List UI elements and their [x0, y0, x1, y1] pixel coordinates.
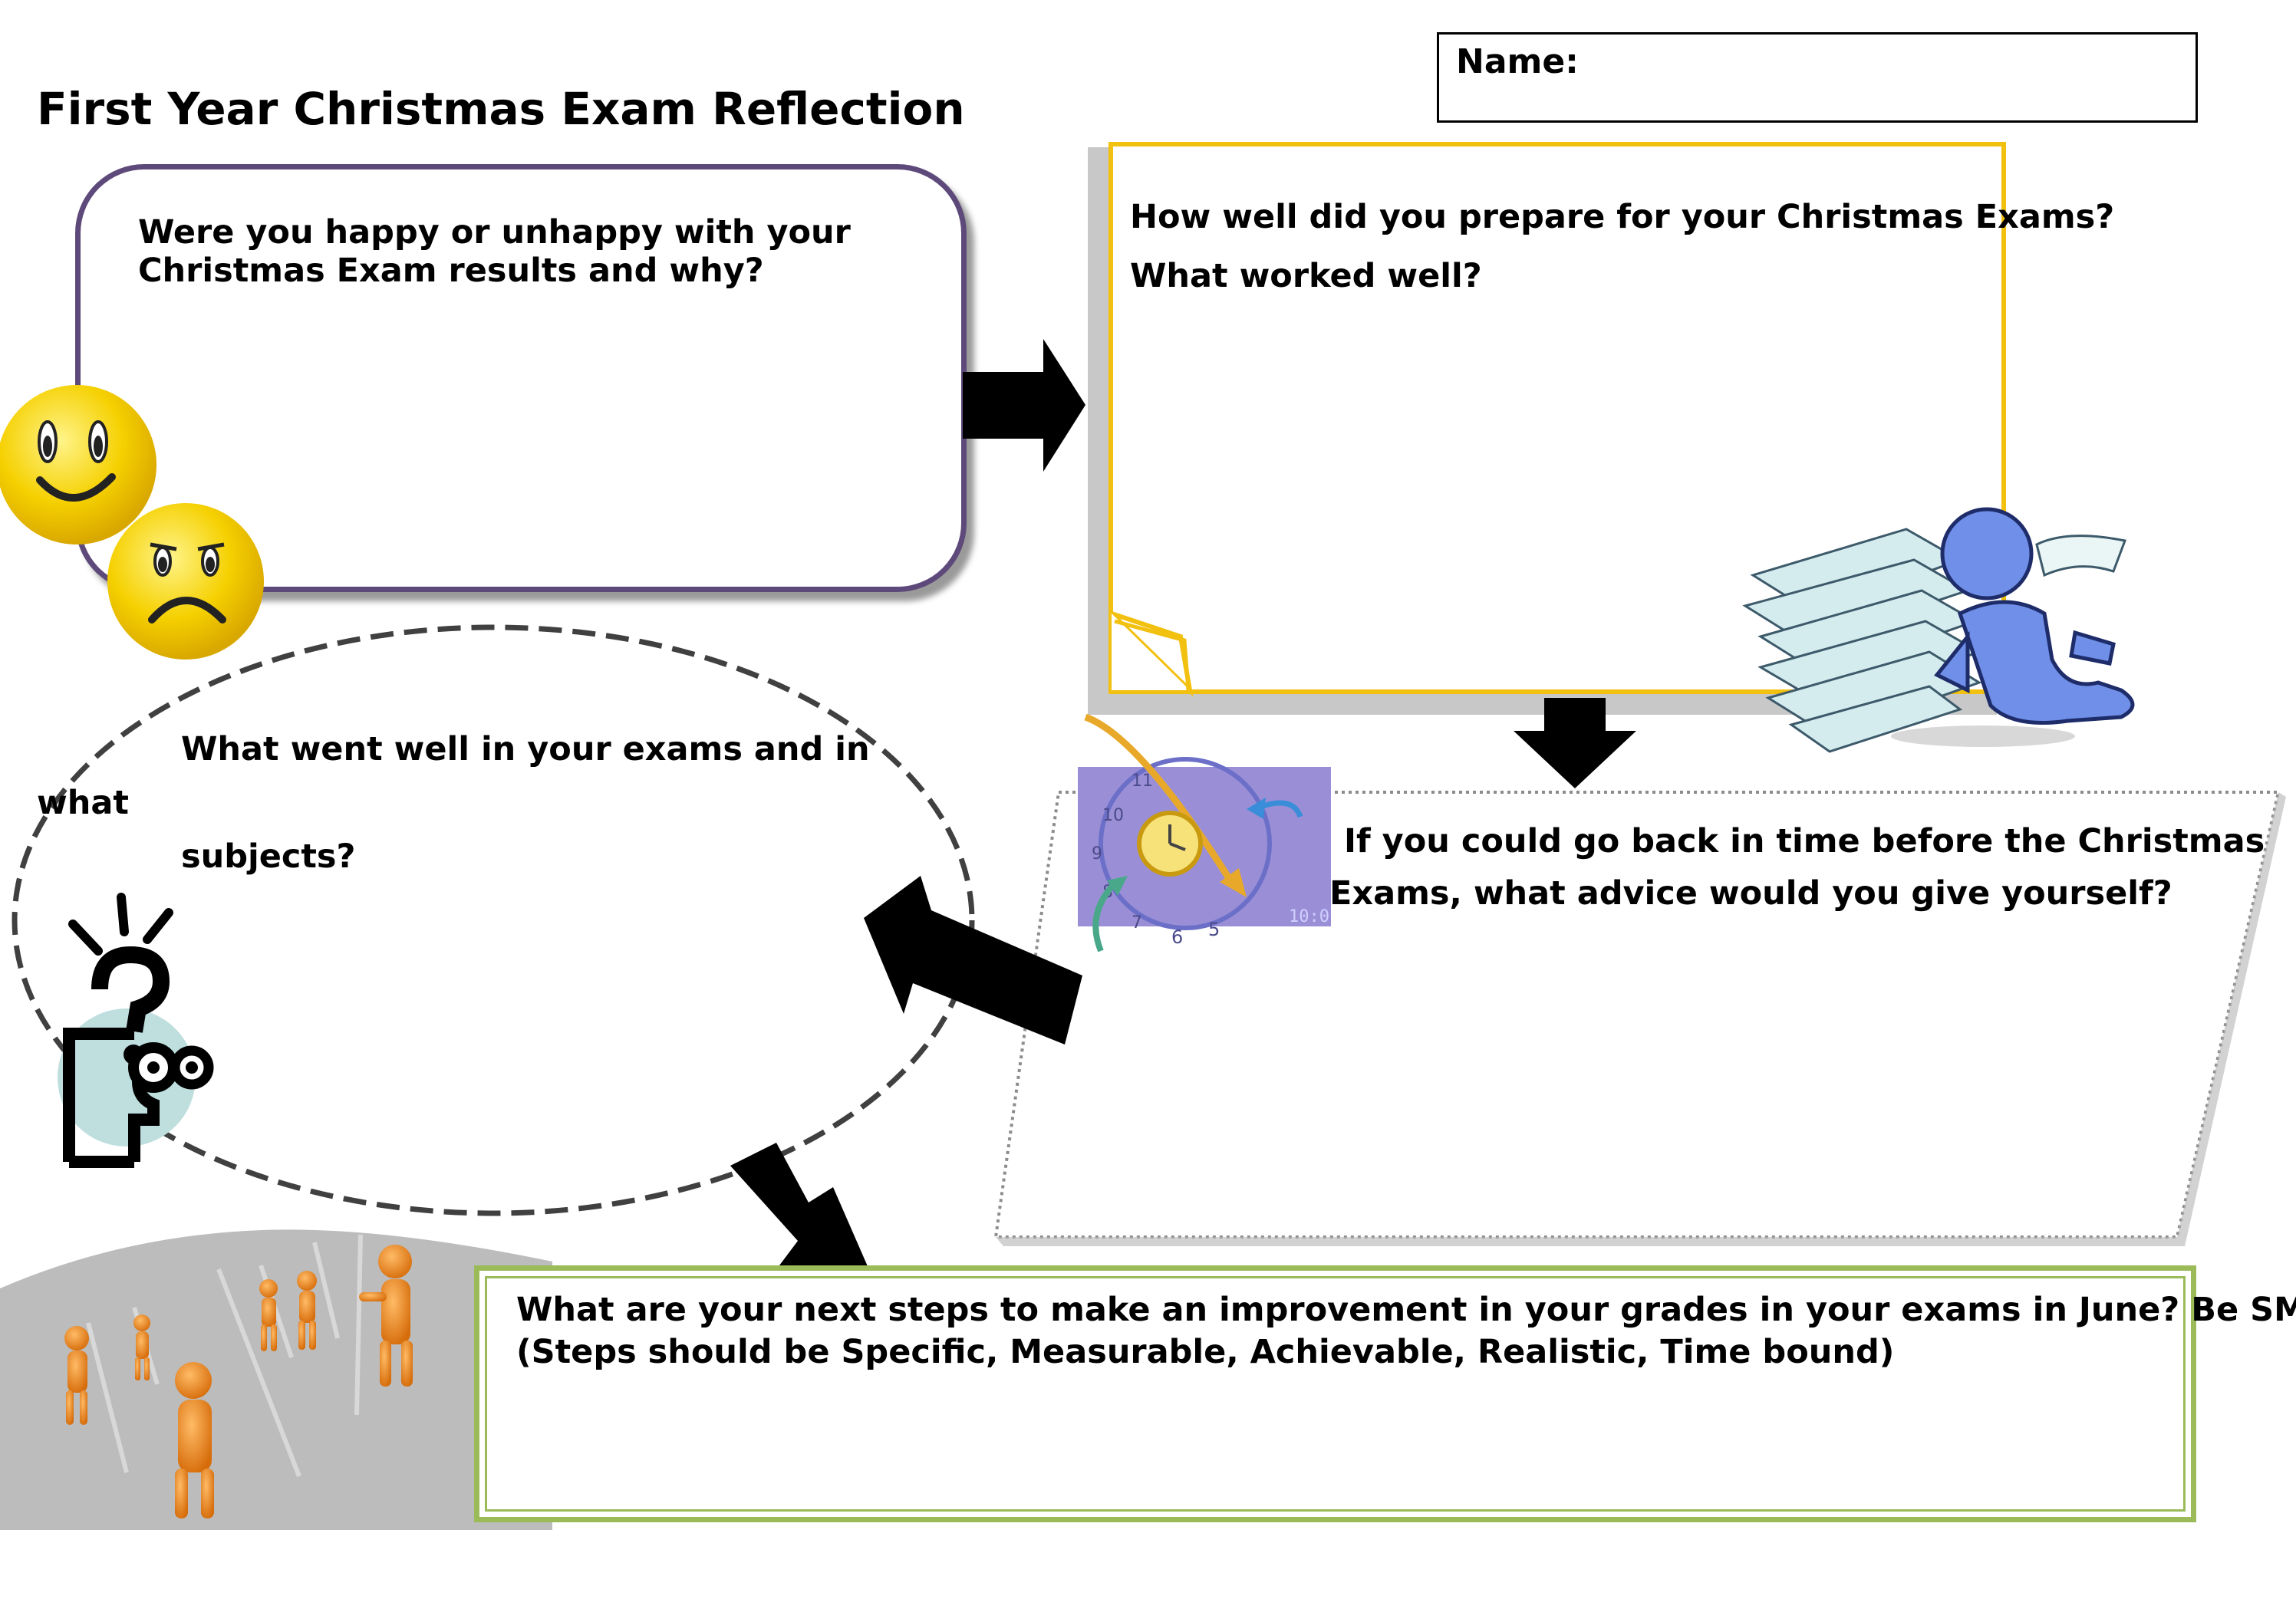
- next-steps-inner-border: [485, 1276, 2186, 1512]
- clock-numeral: 10: [1102, 806, 1124, 825]
- clock-numeral: 5: [1208, 919, 1220, 940]
- name-field[interactable]: Name:: [1437, 32, 2198, 123]
- prepare-question-text: How well did you prepare for your Christ…: [1130, 198, 2115, 236]
- advice-question-text: If you could go back in time before the …: [1344, 822, 2265, 860]
- happy-question-text: Were you happy or unhappy with your Chri…: [138, 213, 851, 290]
- clock-numeral: 7: [1132, 913, 1142, 933]
- went-well-question-box[interactable]: [6, 617, 980, 1223]
- arrow-down-right-icon: [730, 1143, 870, 1272]
- team-figures-icon: [0, 1229, 552, 1530]
- clock-numeral: 6: [1171, 926, 1183, 948]
- smart-explanation-text: (Steps should be Specific, Measurable, A…: [516, 1333, 1895, 1371]
- went-well-question-text-end: subjects?: [181, 837, 356, 876]
- confused-thinker-icon: [58, 893, 214, 1168]
- page-title: First Year Christmas Exam Reflection: [37, 83, 965, 135]
- went-well-question-text: What went well in your exams and in: [181, 730, 870, 768]
- page-curl-icon: [1109, 611, 1194, 697]
- arrow-right-icon: [963, 339, 1085, 472]
- happy-face-icon: [0, 385, 156, 545]
- paper-stack-figure-icon: [1742, 507, 2135, 753]
- arrow-up-left-icon: [864, 876, 1082, 1045]
- next-steps-question-text: What are your next steps to make an impr…: [516, 1291, 2296, 1329]
- sad-face-icon: [107, 503, 264, 660]
- name-label: Name:: [1456, 42, 1579, 81]
- went-well-question-text-continued: what: [37, 784, 129, 822]
- arrow-down-icon: [1514, 698, 1636, 788]
- clock-numeral: 9: [1092, 844, 1102, 864]
- next-steps-question-box[interactable]: [474, 1265, 2196, 1522]
- clock-digital: 10:0: [1289, 907, 1329, 926]
- prepare-followup-text: What worked well?: [1130, 257, 1482, 295]
- clock-icon: 11 10 9 8 7 6 5 10:0: [1078, 713, 1331, 952]
- clock-numeral: 11: [1132, 772, 1153, 791]
- advice-question-text-continued: Exams, what advice would you give yourse…: [1329, 874, 2172, 913]
